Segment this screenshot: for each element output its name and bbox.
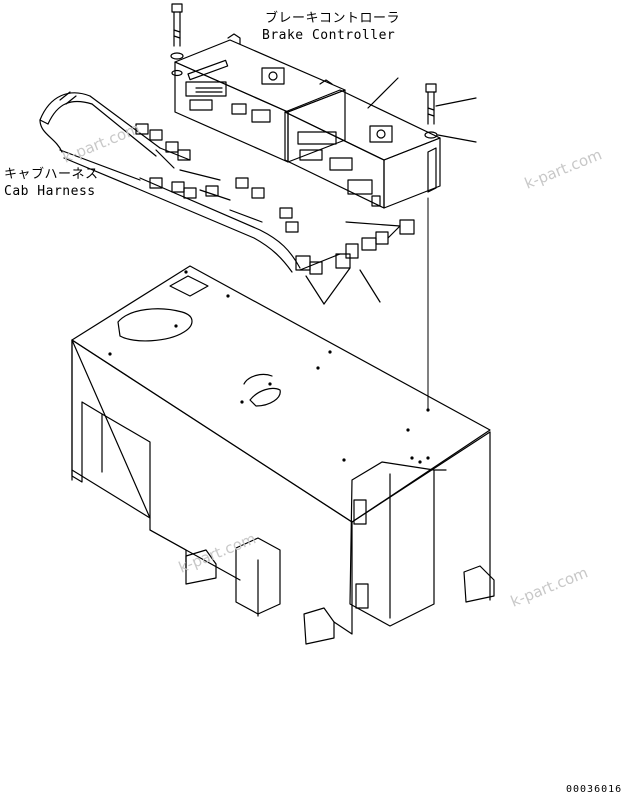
- drawing-code: 00036016: [566, 784, 623, 795]
- clip-leader-3: [359, 269, 381, 303]
- brake-controller-label-en: Brake Controller: [262, 28, 396, 43]
- bolt-holes: [108, 270, 430, 464]
- bolt-leader: [435, 97, 477, 107]
- cab-harness-label-jp: キャブハーネス: [4, 167, 99, 182]
- brake-controller-label-jp: ブレーキコントローラ: [265, 11, 401, 26]
- cab-harness: [39, 91, 415, 275]
- clip-leader-1: [305, 275, 325, 305]
- bolt-right: [424, 83, 438, 139]
- connector-leader: [345, 221, 401, 227]
- brake-controller-right: [284, 77, 441, 209]
- washer-leader: [437, 134, 477, 143]
- cab-floor-frame: [71, 265, 495, 645]
- bolt-left: [170, 3, 184, 77]
- clip-leader-2: [323, 267, 351, 305]
- brake-controller-left: [174, 33, 346, 163]
- cab-harness-label-en: Cab Harness: [4, 184, 96, 199]
